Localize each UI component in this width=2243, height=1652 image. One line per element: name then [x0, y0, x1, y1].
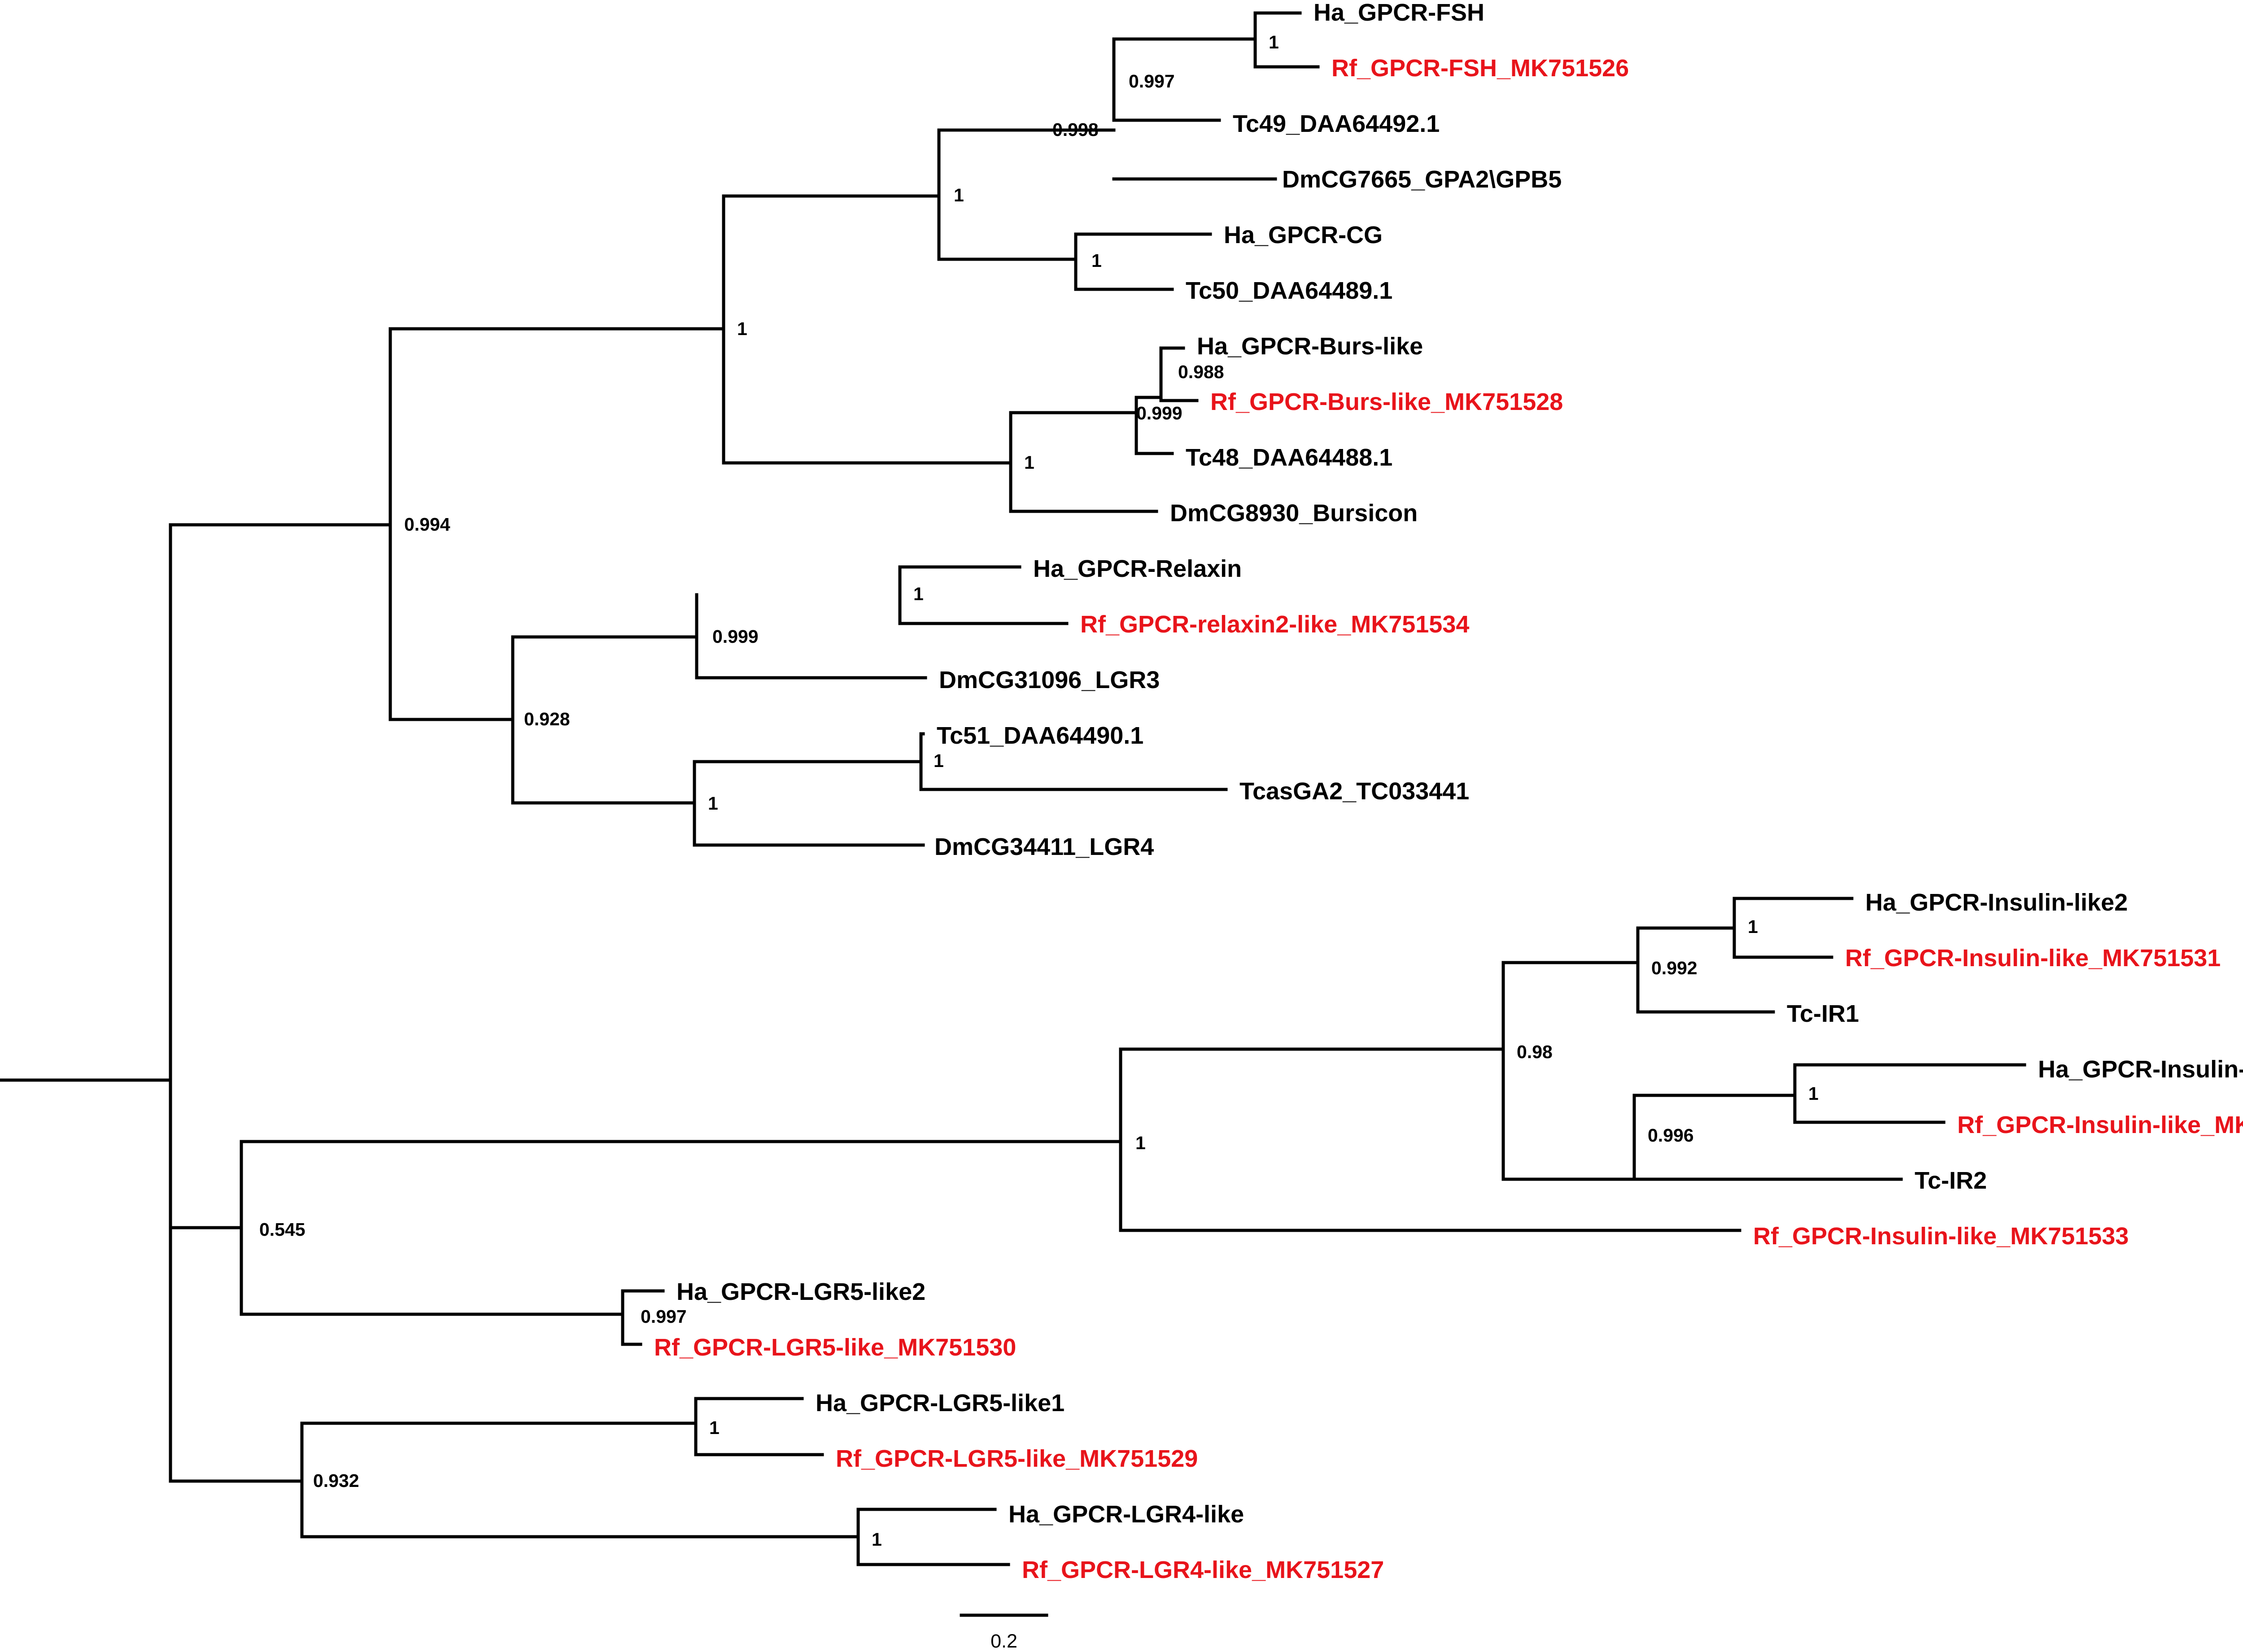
leaf-label-dmcg8930: DmCG8930_Bursicon: [1170, 500, 1418, 527]
leaf-label-ha-gpcr-insulin-like2: Ha_GPCR-Insulin-like2: [1865, 889, 2128, 916]
leaf-label-tc48: Tc48_DAA64488.1: [1186, 444, 1392, 471]
support-value: 0.932: [313, 1470, 359, 1491]
support-value: 1: [1091, 250, 1102, 271]
leaf-label-dmcg31096: DmCG31096_LGR3: [939, 667, 1160, 693]
support-value: 1: [913, 584, 924, 604]
scale-bar-label: 0.2: [991, 1630, 1017, 1652]
leaf-label-rf-gpcr-lgr5-like-mk751529: Rf_GPCR-LGR5-like_MK751529: [836, 1445, 1198, 1472]
tree-branches: [0, 11, 2026, 1566]
support-value: 0.996: [1648, 1125, 1694, 1146]
leaf-label-ha-gpcr-cg: Ha_GPCR-CG: [1224, 222, 1383, 248]
support-value: 0.928: [524, 709, 570, 729]
leaf-label-rf-gpcr-insulin-like-mk751533: Rf_GPCR-Insulin-like_MK751533: [1753, 1223, 2129, 1250]
support-value: 0.997: [1129, 71, 1175, 92]
support-value: 1: [1269, 32, 1279, 52]
support-value: 1: [1135, 1133, 1146, 1153]
leaf-label-tc-ir1: Tc-IR1: [1787, 1000, 1859, 1027]
leaf-label-ha-gpcr-burs-like: Ha_GPCR-Burs-like: [1197, 333, 1423, 360]
support-value: 0.997: [641, 1306, 687, 1327]
support-value: 1: [709, 1417, 720, 1438]
support-value: 1: [1024, 452, 1034, 473]
support-labels: 1 0.997 0.998 1 1 0.988 0.999 1 1 1 0.99…: [259, 32, 1819, 1550]
leaf-label-ha-gpcr-lgr5-like2: Ha_GPCR-LGR5-like2: [676, 1278, 925, 1305]
support-value: 1: [872, 1529, 882, 1550]
leaf-label-dmcg34411: DmCG34411_LGR4: [934, 833, 1154, 860]
leaf-label-tc50: Tc50_DAA64489.1: [1186, 277, 1392, 304]
leaf-label-ha-gpcr-insulin-like1: Ha_GPCR-Insulin-like1: [2038, 1056, 2243, 1083]
leaf-label-ha-gpcr-fsh: Ha_GPCR-FSH: [1314, 0, 1484, 26]
support-value: 0.98: [1517, 1042, 1553, 1062]
support-value: 0.999: [712, 626, 759, 647]
support-value: 1: [1808, 1083, 1819, 1104]
scale-bar: 0.2: [960, 1613, 1048, 1652]
support-value: 1: [1748, 916, 1758, 937]
leaf-label-rf-gpcr-insulin-like-mk751532: Rf_GPCR-Insulin-like_MK751532: [1957, 1112, 2243, 1138]
support-value: 0.545: [259, 1219, 305, 1240]
leaf-label-tcasga2: TcasGA2_TC033441: [1239, 778, 1469, 805]
support-value: 0.998: [1052, 119, 1099, 140]
support-value: 1: [708, 793, 718, 814]
leaf-label-rf-gpcr-fsh: Rf_GPCR-FSH_MK751526: [1331, 55, 1629, 82]
leaf-label-ha-gpcr-relaxin: Ha_GPCR-Relaxin: [1033, 555, 1242, 582]
support-value: 0.992: [1651, 958, 1698, 978]
leaf-label-tc51: Tc51_DAA64490.1: [937, 722, 1143, 749]
support-value: 0.994: [404, 514, 450, 535]
support-value: 0.999: [1136, 403, 1183, 423]
support-value: 0.988: [1178, 362, 1224, 382]
leaf-label-tc49: Tc49_DAA64492.1: [1233, 110, 1440, 137]
leaf-labels: Ha_GPCR-FSH Rf_GPCR-FSH_MK751526 Tc49_DA…: [654, 0, 2243, 1583]
leaf-label-dmcg7665: DmCG7665_GPA2\GPB5: [1282, 166, 1562, 193]
leaf-label-rf-gpcr-burs-like: Rf_GPCR-Burs-like_MK751528: [1210, 388, 1563, 415]
leaf-label-rf-gpcr-lgr5-like-mk751530: Rf_GPCR-LGR5-like_MK751530: [654, 1334, 1016, 1361]
support-value: 1: [934, 750, 944, 771]
leaf-label-ha-gpcr-lgr5-like1: Ha_GPCR-LGR5-like1: [816, 1390, 1065, 1417]
leaf-label-ha-gpcr-lgr4-like: Ha_GPCR-LGR4-like: [1008, 1501, 1244, 1528]
leaf-label-rf-gpcr-insulin-like-mk751531: Rf_GPCR-Insulin-like_MK751531: [1845, 945, 2221, 972]
leaf-label-rf-gpcr-relaxin2-like: Rf_GPCR-relaxin2-like_MK751534: [1080, 611, 1469, 638]
support-value: 1: [737, 318, 747, 339]
support-value: 1: [954, 185, 964, 205]
leaf-label-rf-gpcr-lgr4-like-mk751527: Rf_GPCR-LGR4-like_MK751527: [1022, 1556, 1384, 1583]
leaf-label-tc-ir2: Tc-IR2: [1915, 1167, 1987, 1194]
